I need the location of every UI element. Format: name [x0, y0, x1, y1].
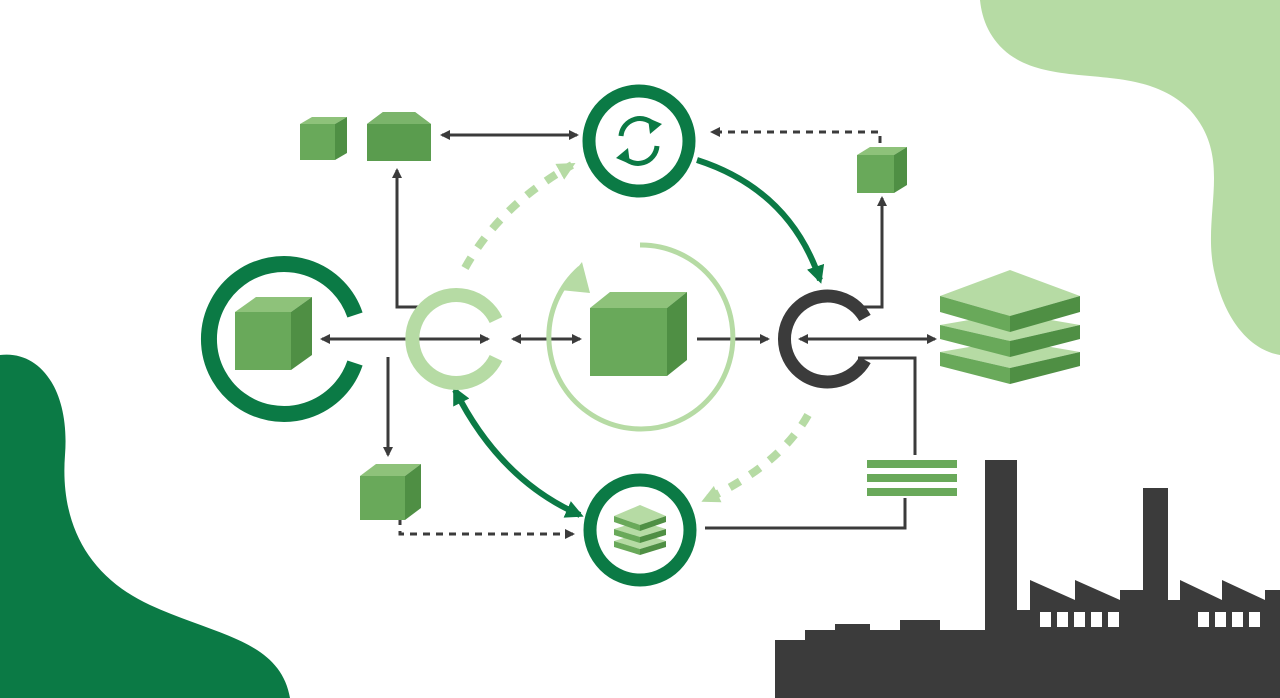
stacked-layers-icon [614, 505, 666, 555]
center-cycle-ring [546, 242, 736, 432]
arrow-up-right [860, 196, 887, 309]
top-cycle-node [582, 84, 696, 198]
arrow-green-left-bottom [452, 386, 584, 518]
arrow-green-top-right [696, 157, 825, 284]
cube-icon [300, 117, 347, 160]
dark-split-node [777, 289, 871, 389]
left-cube-node [201, 256, 363, 422]
line-bottom-right [705, 498, 907, 530]
cube-icon [590, 292, 687, 376]
cube-icon [235, 297, 312, 370]
line-right-down [858, 356, 917, 455]
light-split-node [405, 288, 503, 390]
arrow-dashed-bottomleft [398, 518, 575, 539]
arrow-dotted-light-up [461, 161, 576, 270]
bottom-left-blob [0, 354, 290, 698]
arch-block-icon [367, 112, 431, 161]
arrow-dotted-light-down [701, 413, 812, 504]
top-right-blob [980, 0, 1280, 355]
factory-icon [775, 460, 1280, 698]
connectors [320, 127, 937, 539]
arrow-up-to-top-block [392, 168, 425, 309]
stacked-layers-icon [940, 270, 1080, 384]
arrow-dashed-topright [710, 127, 882, 143]
cube-icon [360, 464, 421, 520]
horizontal-bars-icon [867, 460, 957, 496]
cube-icon [857, 147, 907, 193]
